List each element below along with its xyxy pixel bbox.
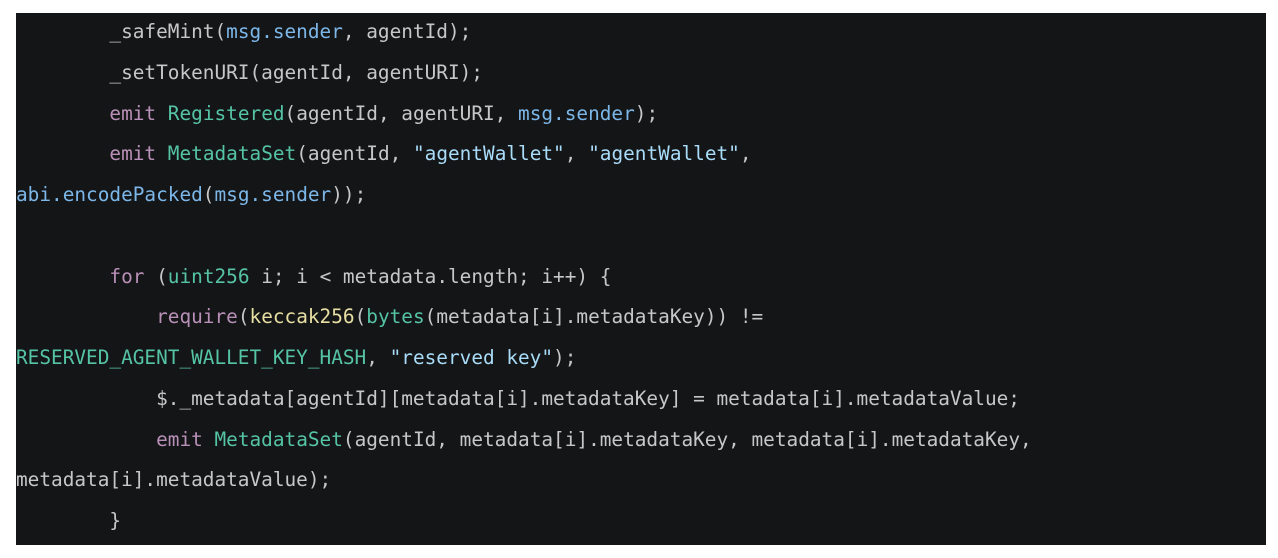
code-line: emit Registered(agentId, agentURI, msg.s… — [16, 94, 1032, 135]
code-line: _safeMint(msg.sender, agentId); — [16, 13, 1032, 53]
code-token-event: RESERVED_AGENT_WALLET_KEY_HASH — [16, 346, 367, 369]
code-line: _setTokenURI(agentId, agentURI); — [16, 53, 1032, 94]
code-token-plain: , — [366, 346, 390, 369]
code-line: RESERVED_AGENT_WALLET_KEY_HASH, "reserve… — [16, 338, 1032, 379]
code-token-keyword: emit — [109, 142, 157, 166]
code-line: emit MetadataSet(agentId, "agentWallet",… — [16, 134, 1032, 175]
code-token-plain — [16, 305, 156, 328]
code-token-plain: (agentId, metadata[i].metadataKey, metad… — [342, 427, 1032, 451]
code-token-plain: $._metadata[agentId][metadata[i].metadat… — [16, 386, 1020, 410]
code-lines: _safeMint(msg.sender, agentId); _setToke… — [16, 13, 1032, 542]
code-token-plain: ); — [553, 346, 577, 369]
code-token-builtin: msg.sender — [518, 101, 635, 125]
code-token-plain: ( — [202, 183, 215, 206]
code-token-plain — [16, 142, 109, 165]
code-token-plain: , — [739, 142, 752, 166]
code-line: emit MetadataSet(agentId, metadata[i].me… — [16, 420, 1032, 461]
code-token-plain: ( — [144, 264, 168, 288]
code-token-plain: (agentId, agentURI, — [284, 101, 519, 125]
code-token-builtin: msg.sender — [214, 183, 332, 206]
code-token-plain: i; i < metadata.length; i++) { — [249, 264, 612, 288]
code-token-plain: } — [16, 509, 122, 532]
code-token-plain: ( — [237, 305, 250, 329]
code-line: metadata[i].metadataValue); — [16, 460, 1032, 501]
code-token-plain: (agentId, — [296, 142, 413, 166]
code-token-event: Registered — [167, 101, 285, 125]
code-token-plain — [16, 428, 156, 451]
code-line — [16, 216, 1032, 257]
code-token-plain — [16, 265, 109, 288]
code-block: _safeMint(msg.sender, agentId); _setToke… — [16, 13, 1266, 545]
code-token-plain: metadata[i].metadataValue); — [16, 468, 332, 492]
code-token-plain: )); — [331, 183, 367, 206]
code-token-plain: _safeMint( — [16, 20, 227, 43]
code-token-plain: ); — [634, 101, 659, 125]
code-token-event: bytes — [366, 305, 425, 329]
code-token-keyword: require — [156, 305, 238, 329]
code-token-string: "reserved key" — [389, 346, 554, 369]
code-token-string: "agentWallet" — [588, 142, 740, 166]
code-line: } — [16, 501, 1032, 542]
code-token-plain: , agentId); — [342, 20, 472, 43]
code-token-plain — [203, 428, 215, 451]
code-token-builtin: msg.sender — [226, 20, 343, 43]
code-token-string: "agentWallet" — [412, 142, 565, 166]
code-token-plain — [156, 102, 168, 125]
code-token-plain: _setTokenURI(agentId, agentURI); — [16, 60, 483, 84]
code-token-plain: (metadata[i].metadataKey)) != — [424, 305, 764, 329]
code-token-plain: , — [564, 142, 589, 166]
code-token-builtin: abi.encodePacked — [16, 183, 203, 206]
code-token-plain — [156, 142, 168, 165]
code-token-plain: ( — [354, 305, 367, 329]
code-token-event: MetadataSet — [214, 427, 343, 451]
code-token-keyword: emit — [109, 101, 157, 125]
code-line: require(keccak256(bytes(metadata[i].meta… — [16, 297, 1032, 338]
code-line: $._metadata[agentId][metadata[i].metadat… — [16, 379, 1032, 420]
code-token-plain — [16, 102, 109, 125]
code-line: for (uint256 i; i < metadata.length; i++… — [16, 257, 1032, 298]
code-token-keyword: for — [109, 264, 145, 288]
code-line: abi.encodePacked(msg.sender)); — [16, 175, 1032, 216]
code-token-call: keccak256 — [249, 305, 355, 329]
code-token-event: MetadataSet — [167, 142, 297, 166]
code-token-event: uint256 — [167, 264, 250, 288]
code-token-keyword: emit — [156, 427, 203, 451]
